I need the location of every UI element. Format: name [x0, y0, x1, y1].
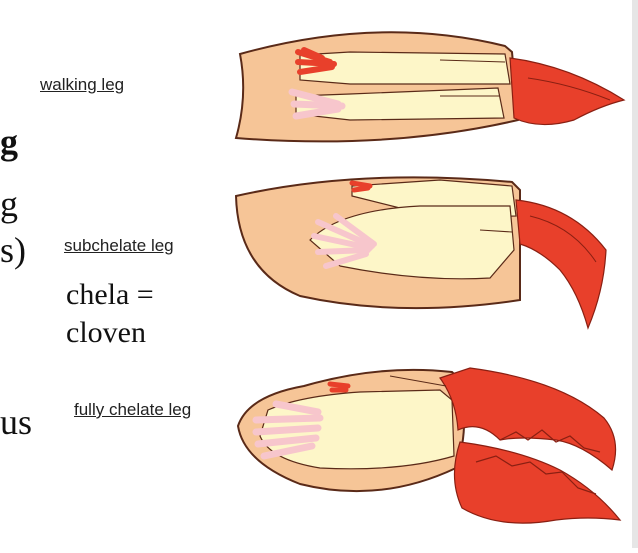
subchelate-leg-red-muscle [349, 180, 373, 193]
subchelate-leg-dactyl [515, 199, 607, 330]
cut-text-fragment-1: g [0, 122, 18, 162]
subchelate-leg-pink-muscle [311, 213, 377, 269]
walking-leg-shell [234, 31, 520, 143]
chelate-leg-dactyl [453, 441, 622, 524]
chelate-leg-red-muscle [327, 381, 351, 393]
subchelate-leg-label: subchelate leg [64, 236, 174, 255]
walking-leg-pink-muscle [288, 88, 346, 120]
chela-definition-line1: chela = [66, 278, 154, 311]
fully-chelate-leg-label: fully chelate leg [74, 400, 192, 419]
chela-definition-line2: cloven [66, 316, 146, 349]
subchelate-leg-illustration [234, 176, 607, 330]
cut-text-fragment-3: s) [0, 230, 26, 270]
walking-leg-label: walking leg [40, 75, 125, 94]
walking-leg-upper-tendon [299, 51, 511, 85]
walking-leg-red-muscle [295, 47, 337, 75]
right-edge-bar [632, 0, 638, 548]
chelate-leg-propodus [439, 367, 617, 472]
cut-text-fragment-2: g [0, 184, 18, 224]
cut-text-fragment-4: us [0, 402, 33, 442]
chelate-leg-illustration [236, 367, 622, 524]
walking-leg-illustration [234, 31, 626, 143]
chelate-leg-pink-muscle [252, 400, 324, 460]
walking-leg-dactyl [509, 57, 626, 126]
